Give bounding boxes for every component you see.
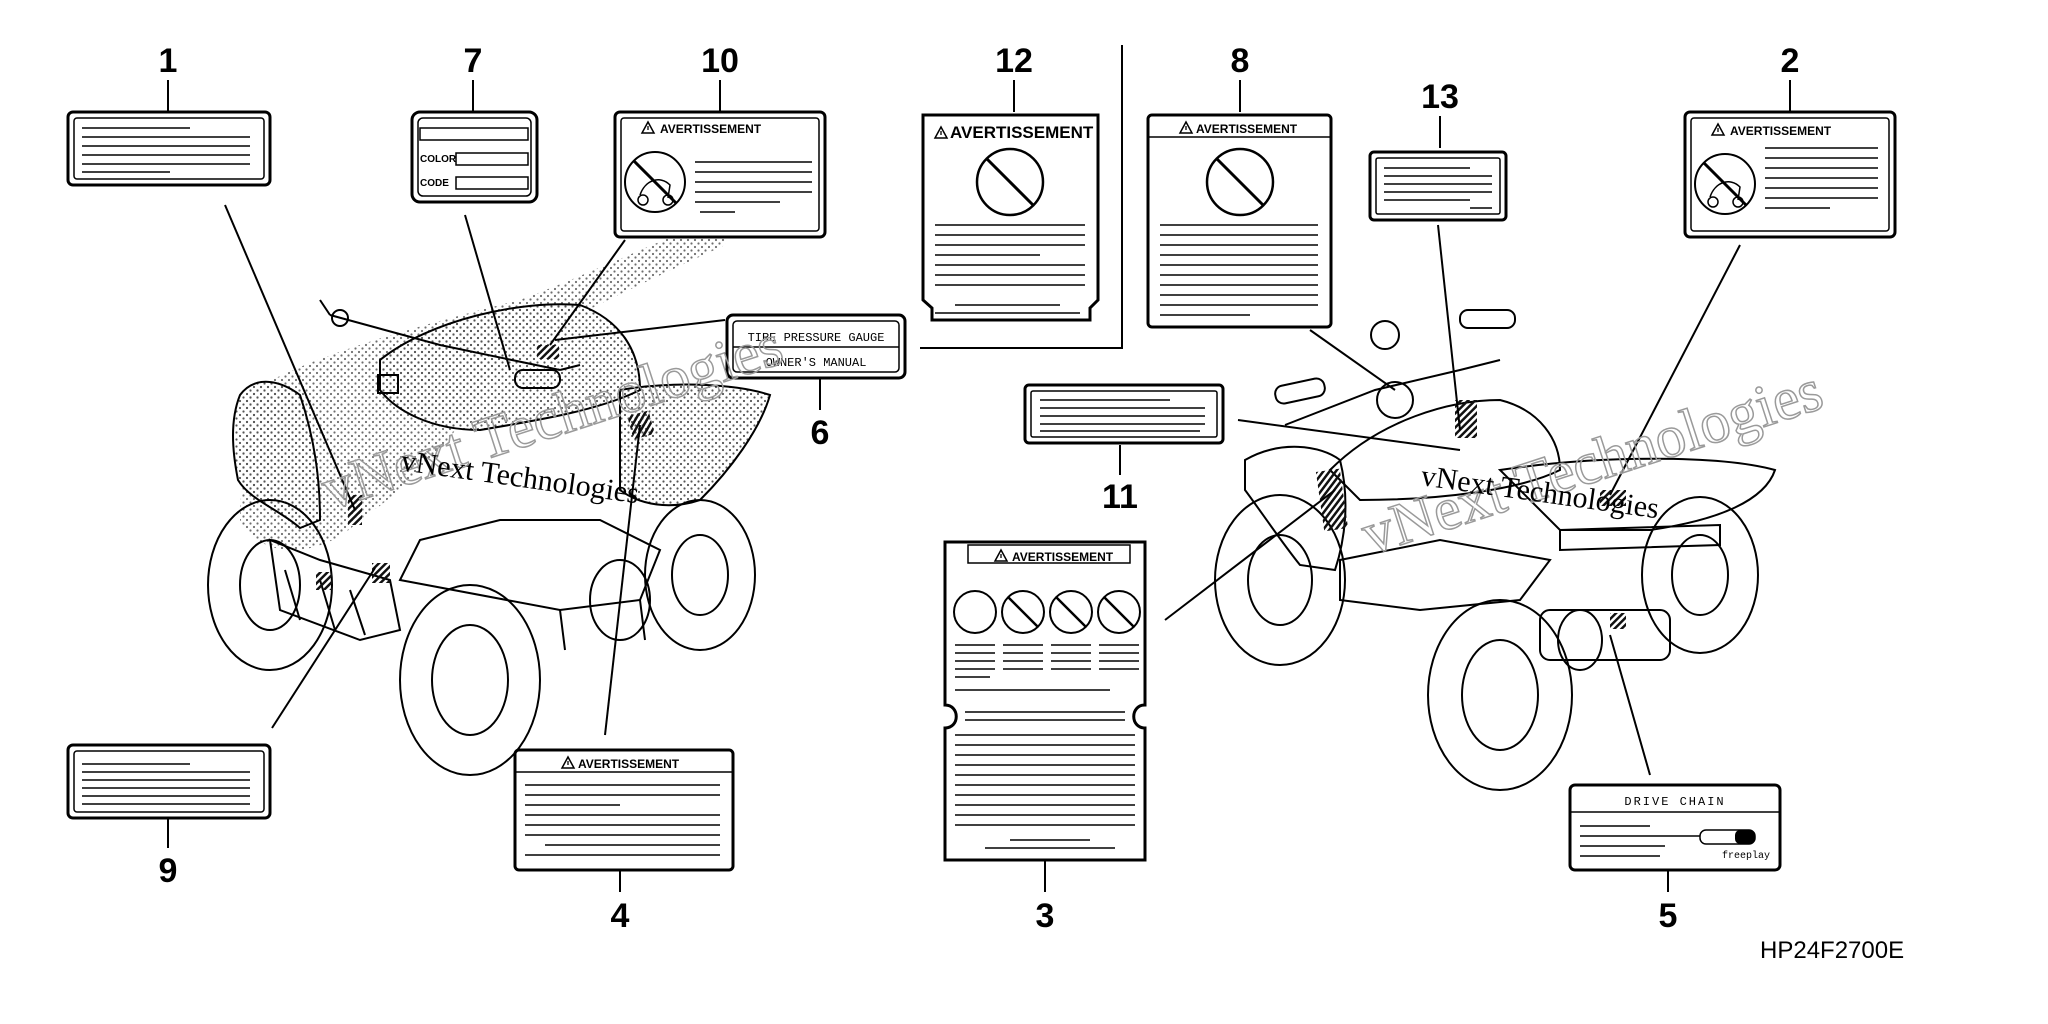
callout-numbers: 1 2 3 4 5 6 7 8 9 10 11 12 13 [159,42,1800,935]
label-4-header: AVERTISSEMENT [578,757,680,771]
label-12-header: AVERTISSEMENT [950,123,1094,142]
label-2: AVERTISSEMENT [1683,110,1897,239]
label-7: COLOR CODE [410,110,539,204]
watermark-right: vNext Technologies vNext Technologies [1353,356,1831,568]
label-8-header: AVERTISSEMENT [1196,122,1298,136]
label-6: TIRE PRESSURE GAUGE OWNER'S MANUAL [725,313,907,380]
atv-right-illustration [1214,309,1777,791]
leader-lines [167,45,1791,892]
label-11 [1023,383,1225,445]
freeplay-text: freeplay [1722,850,1770,862]
label-4: AVERTISSEMENT [513,748,735,872]
label-10-header: AVERTISSEMENT [660,122,762,136]
callout-7: 7 [464,42,483,80]
tire-gauge-text: TIRE PRESSURE GAUGE [748,331,885,345]
label-9 [66,743,272,820]
label-5: DRIVE CHAIN freeplay [1568,783,1782,872]
code-label-text: CODE [420,178,449,189]
callout-8: 8 [1231,42,1250,80]
callout-12: 12 [995,42,1033,80]
callout-4: 4 [611,897,630,935]
label-8: AVERTISSEMENT [1146,113,1333,329]
drive-chain-title: DRIVE CHAIN [1624,795,1725,809]
label-12: AVERTISSEMENT [921,113,1100,322]
label-3-header: AVERTISSEMENT [1012,550,1114,564]
label-1 [66,110,272,187]
callout-5: 5 [1659,897,1678,935]
label-13 [1368,150,1508,222]
callout-10: 10 [701,42,739,80]
callout-11: 11 [1102,478,1138,516]
label-3: AVERTISSEMENT [943,540,1147,862]
callout-9: 9 [159,852,178,890]
part-code: HP24F2700E [1760,937,1904,964]
callout-2: 2 [1781,42,1800,80]
callout-3: 3 [1036,897,1055,935]
label-10: AVERTISSEMENT [613,110,827,239]
callout-13: 13 [1421,78,1459,116]
color-label-text: COLOR [420,154,457,165]
label-2-header: AVERTISSEMENT [1730,124,1832,138]
callout-6: 6 [811,414,830,452]
owners-manual-text: OWNER'S MANUAL [766,356,867,370]
callout-1: 1 [159,42,178,80]
